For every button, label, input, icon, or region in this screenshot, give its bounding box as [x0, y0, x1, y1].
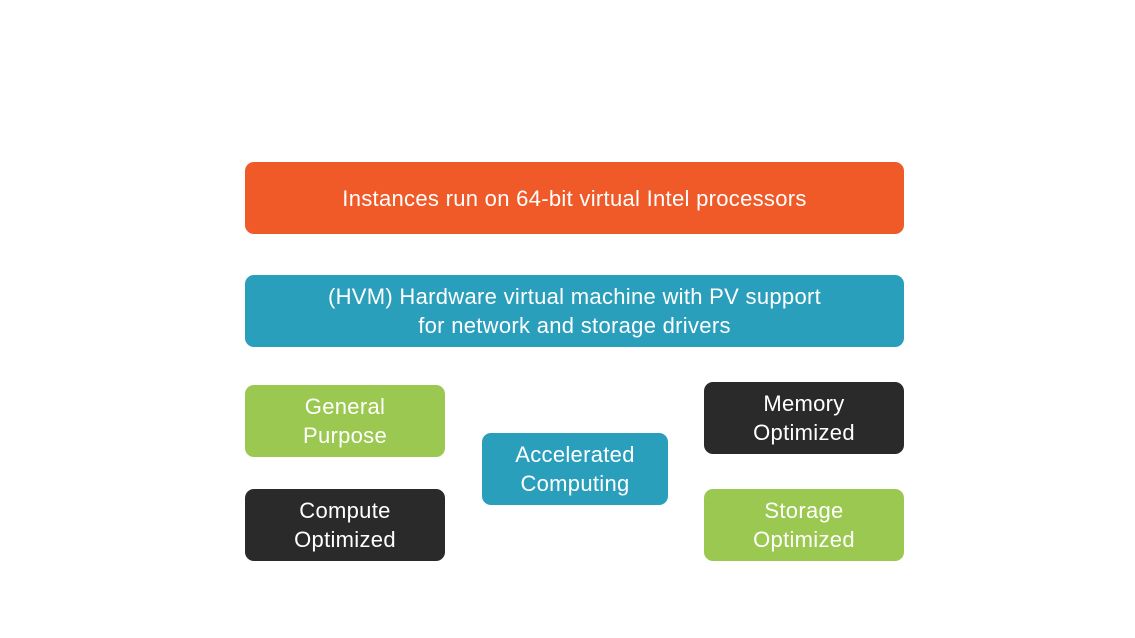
accelerated-computing-box: Accelerated Computing	[482, 433, 668, 505]
accelerated-computing-label: Accelerated Computing	[515, 442, 635, 496]
memory-optimized-label: Memory Optimized	[753, 391, 855, 445]
processor-box-label: Instances run on 64-bit virtual Intel pr…	[342, 185, 807, 211]
hvm-box: (HVM) Hardware virtual machine with PV s…	[245, 275, 904, 347]
general-purpose-box: General Purpose	[245, 385, 445, 457]
processor-box: Instances run on 64-bit virtual Intel pr…	[245, 162, 904, 234]
compute-optimized-box: Compute Optimized	[245, 489, 445, 561]
general-purpose-label: General Purpose	[302, 394, 388, 448]
storage-optimized-label: Storage Optimized	[753, 498, 855, 552]
compute-optimized-label: Compute Optimized	[294, 498, 396, 552]
memory-optimized-box: Memory Optimized	[704, 382, 904, 454]
hvm-box-label: (HVM) Hardware virtual machine with PV s…	[327, 284, 822, 338]
storage-optimized-box: Storage Optimized	[704, 489, 904, 561]
